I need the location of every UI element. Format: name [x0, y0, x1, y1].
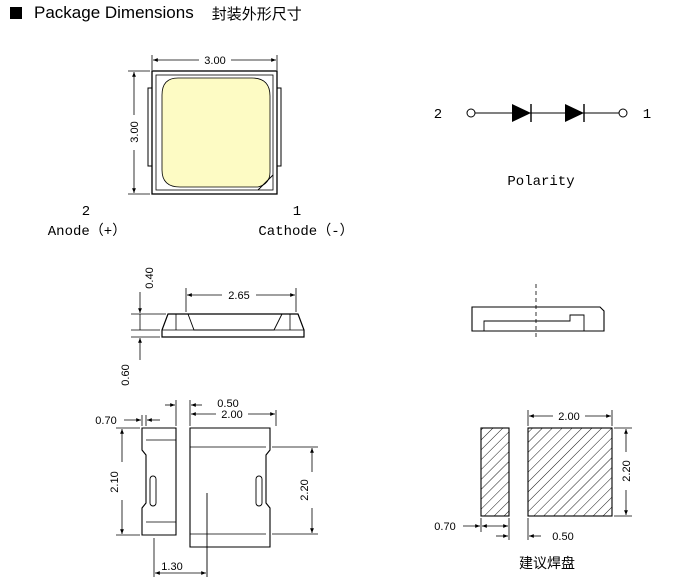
- side-section-view: [471, 284, 605, 340]
- pad-gap-dimension: 0.50: [217, 398, 238, 410]
- bottom-right-pad: [189, 427, 271, 548]
- solder-height-dimension: 2.20: [621, 460, 633, 481]
- body-height-dimension: 0.60: [120, 364, 132, 385]
- section-header: Package Dimensions 封装外形尺寸: [10, 2, 302, 24]
- polarity-symbol: [466, 104, 628, 122]
- anode-label: Anode（+）: [48, 223, 126, 240]
- polarity-label: Polarity: [507, 174, 574, 190]
- right-slot: [255, 475, 263, 507]
- cathode-label: Cathode（-）: [258, 223, 353, 240]
- width-dimension: 3.00: [204, 55, 225, 67]
- left-gap-dimension: 0.70: [95, 415, 116, 427]
- right-height-dimension: 2.20: [299, 479, 311, 500]
- solder-gap-dimension: 0.50: [552, 531, 573, 543]
- side-width-dimension: 2.65: [228, 290, 249, 302]
- solder-width-dimension: 2.00: [558, 411, 579, 423]
- terminal-1-circle: [618, 108, 628, 118]
- polarity-left-pin: 2: [434, 107, 442, 123]
- side-view: 2.65 0.40 0.60: [120, 267, 305, 386]
- pin1-number: 1: [293, 204, 301, 220]
- bottom-view: 0.50 2.00 0.70 2.10 2.20 1.30: [95, 398, 318, 577]
- terminal-2-circle: [466, 108, 476, 118]
- section-body: [471, 306, 605, 332]
- bottom-left-pad: [141, 427, 177, 536]
- side-body: [161, 313, 305, 338]
- left-height-dimension: 2.10: [109, 471, 121, 492]
- square-bullet-icon: [10, 7, 22, 19]
- section-lead-frame: [483, 314, 585, 331]
- solder-pattern: 2.00 2.20 0.70 0.50 建议焊盘: [434, 410, 633, 572]
- solder-small-pad: [480, 427, 510, 517]
- solder-pattern-label: 建议焊盘: [519, 555, 575, 572]
- section-title: Package Dimensions: [34, 3, 194, 22]
- pad-width-dimension: 2.00: [221, 409, 242, 421]
- left-slot: [149, 475, 157, 507]
- lens-height-dimension: 0.40: [144, 267, 156, 288]
- diode-2-icon: [565, 104, 584, 122]
- bottom-width-dimension: 1.30: [161, 561, 182, 573]
- diode-1-icon: [512, 104, 531, 122]
- led-emitting-area: [161, 77, 271, 188]
- package-inner-outline: [155, 74, 274, 191]
- solder-small-width-dimension: 0.70: [434, 521, 455, 533]
- cathode-notch: [257, 174, 274, 191]
- section-title-chinese: 封装外形尺寸: [211, 4, 302, 23]
- polarity-right-pin: 1: [643, 107, 651, 123]
- top-view: 3.00 3.00: [128, 55, 282, 195]
- pin2-number: 2: [82, 204, 90, 220]
- height-dimension: 3.00: [129, 121, 141, 142]
- solder-large-pad: [527, 427, 613, 517]
- side-lens: [187, 313, 283, 331]
